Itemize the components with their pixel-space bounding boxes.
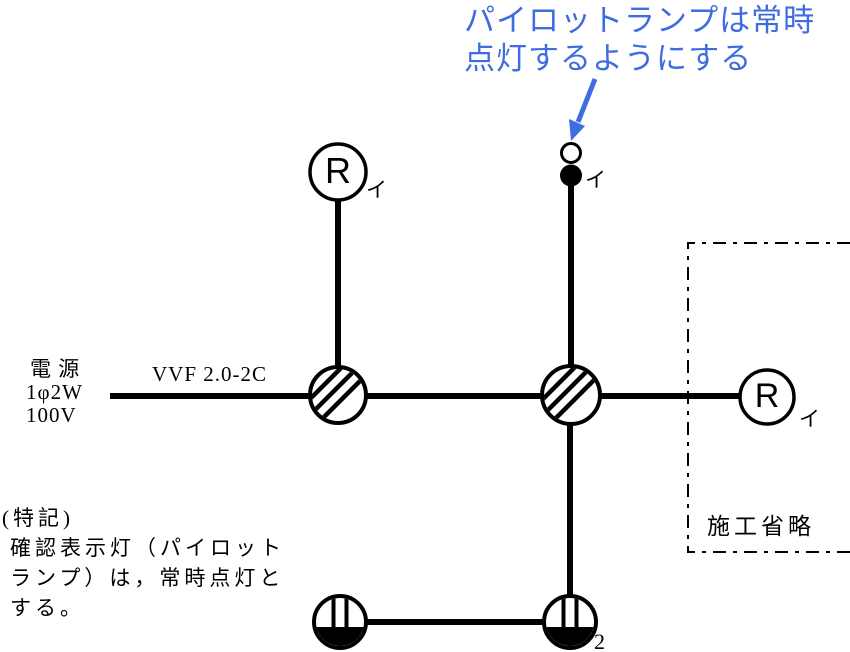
omission-box-border [687, 242, 850, 553]
switch-icon [560, 164, 582, 187]
annotation-arrow-icon [569, 78, 598, 141]
power-source-phase: 1φ2W [26, 380, 83, 404]
power-source-voltage: 100V [26, 403, 77, 427]
notes-line3: ランプ）は，常時点灯と [10, 566, 285, 590]
notes-line1: (特記) [2, 506, 74, 530]
lamp-receptacle-top-letter: R [325, 150, 351, 191]
junction-box-right-icon [540, 364, 602, 426]
notes-line4: する。 [10, 596, 85, 620]
switch-label: イ [585, 168, 606, 192]
annotation-text-line1: パイロットランプは常時 [464, 3, 816, 38]
wires [110, 178, 740, 625]
lamp-receptacle-right-label: イ [799, 407, 820, 431]
lamp-receptacle-right-letter: R [754, 377, 780, 415]
lamp-receptacle-top-icon [308, 142, 368, 202]
outlet-right-icon [542, 594, 598, 650]
outlet-left-icon [312, 594, 368, 650]
power-source-name: 電 源 [30, 357, 81, 381]
notes-line2: 確認表示灯（パイロット [10, 536, 285, 560]
lamp-receptacle-right-icon [738, 368, 796, 426]
pilot-lamp-icon [560, 142, 582, 164]
omission-label: 施工省略 [707, 514, 815, 539]
outlet-count-label: 2 [594, 629, 605, 652]
cable-label: VVF 2.0-2C [152, 362, 268, 386]
annotation-text-line2: 点灯するようにする [464, 41, 753, 76]
lamp-receptacle-top-label: イ [366, 178, 387, 202]
